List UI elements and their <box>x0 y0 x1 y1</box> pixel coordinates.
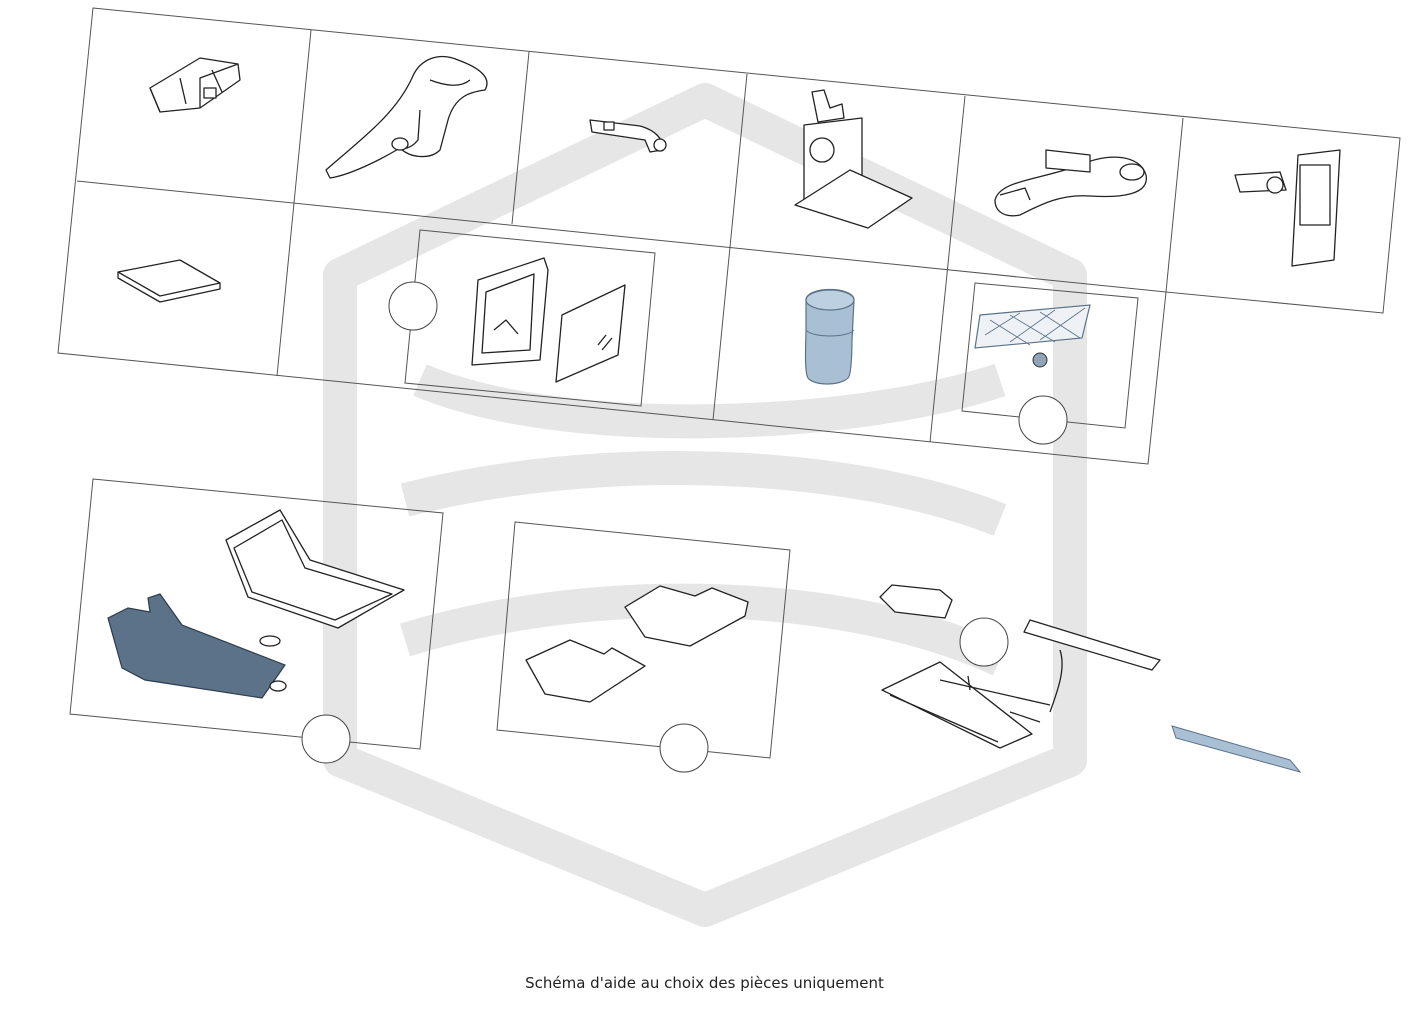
floor-mat-rubber-icon <box>107 509 405 699</box>
cup-container-icon <box>804 289 855 385</box>
part-cell-3[interactable] <box>512 52 747 247</box>
tablet-holder-icon <box>1234 149 1341 267</box>
part-cell-13[interactable] <box>879 584 1302 773</box>
upper-parts-grid <box>57 7 1401 465</box>
part-cell-5[interactable] <box>948 96 1183 292</box>
part-cell-6[interactable] <box>1166 118 1400 313</box>
part-cell-8[interactable] <box>277 203 730 420</box>
callout-marker[interactable] <box>659 723 709 773</box>
part-cell-2[interactable] <box>294 30 529 224</box>
callout-marker[interactable] <box>959 617 1009 667</box>
part-cell-9[interactable] <box>713 247 948 442</box>
part-cell-1[interactable] <box>77 8 311 203</box>
part-cell-11[interactable] <box>69 478 444 750</box>
folding-table-icon <box>794 89 913 229</box>
part-cell-10[interactable] <box>930 269 1166 464</box>
tablet-frame-icon <box>471 257 626 383</box>
part-cell-12[interactable] <box>496 521 791 759</box>
callout-marker[interactable] <box>301 714 351 764</box>
part-cell-4[interactable] <box>730 74 965 269</box>
universal-hook-icon <box>994 149 1147 217</box>
door-sill-kit-icon <box>879 584 1302 773</box>
sd-card-insert-icon <box>117 259 221 303</box>
callout-markers <box>301 281 1068 773</box>
multimedia-holder-adapter-icon <box>149 57 241 113</box>
basic-carrier-module-icon <box>589 119 667 153</box>
part-cell-7[interactable] <box>58 181 294 376</box>
coat-hanger-holder-icon <box>325 55 488 179</box>
diagram-caption: Schéma d'aide au choix des pièces unique… <box>525 974 884 992</box>
watermark-logo <box>323 83 1087 927</box>
callout-marker[interactable] <box>388 281 438 331</box>
luggage-net-icon <box>974 304 1091 368</box>
floor-mat-carpet-icon <box>525 585 749 703</box>
callout-marker[interactable] <box>1018 395 1068 445</box>
